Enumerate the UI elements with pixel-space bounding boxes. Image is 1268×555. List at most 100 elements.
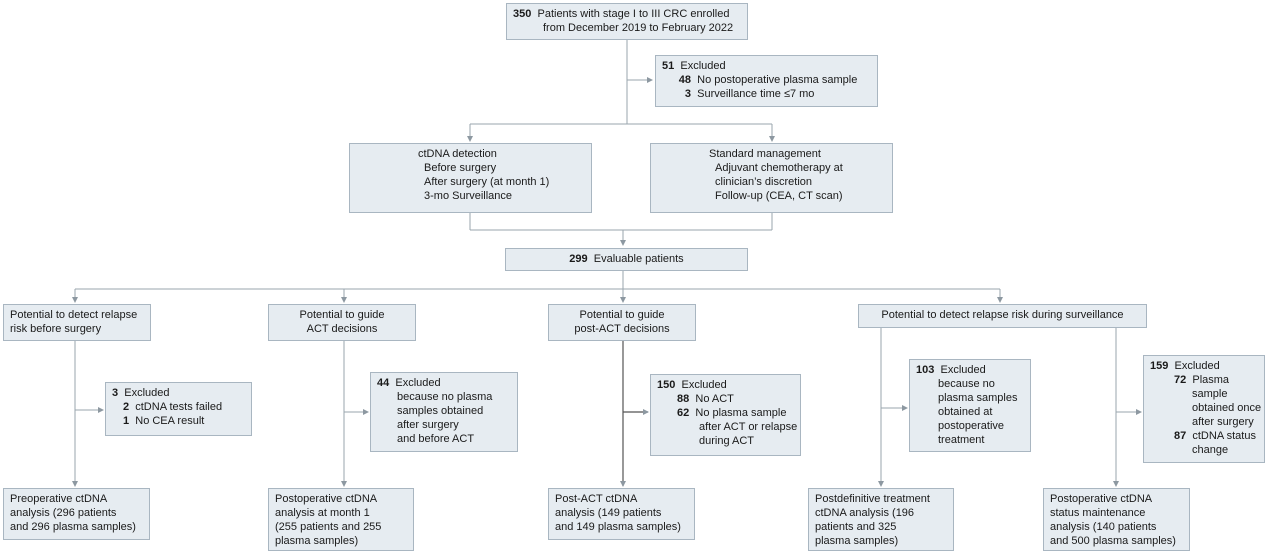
branch3-excluded-item-count: 88	[677, 393, 690, 405]
branch4-result-b-line: status maintenance	[1050, 507, 1146, 519]
branch1-excluded-item-count: 2	[123, 401, 130, 413]
branch4-excluded-a-line: plasma samples	[938, 392, 1018, 404]
branch2-result-box: Postoperative ctDNA analysis at month 1 …	[268, 488, 414, 551]
enrolled-label-2: from December 2019 to February 2022	[543, 22, 734, 34]
branch4-result-a-line: Postdefinitive treatment	[815, 493, 930, 505]
branch4-result-a-line: patients and 325	[815, 521, 897, 533]
ctdna-detection-item: 3-mo Surveillance	[424, 190, 513, 202]
branch3-title: post-ACT decisions	[574, 323, 670, 335]
branch4-excluded-a-count: 103	[916, 364, 935, 376]
branch4-excluded-a-box: 103 Excluded because no plasma samples o…	[909, 359, 1031, 452]
enrolled-label: Patients with stage I to III CRC enrolle…	[537, 8, 730, 20]
branch1-result-line: analysis (296 patients	[10, 507, 117, 519]
branch4-excluded-b-box: 159 Excluded 72 Plasma sample obtained o…	[1143, 355, 1265, 463]
branch4-excluded-b-label: Excluded	[1174, 360, 1220, 372]
standard-management-item: Follow-up (CEA, CT scan)	[715, 190, 843, 202]
branch4-excluded-b-item-count: 87	[1174, 430, 1187, 442]
branch2-title: Potential to guide	[299, 309, 385, 321]
branch2-excluded-box: 44 Excluded because no plasma samples ob…	[370, 372, 518, 452]
branch4-excluded-b-item-line: sample	[1192, 388, 1228, 400]
branch4-excluded-a-line: postoperative	[938, 420, 1005, 432]
branch1-result-line: Preoperative ctDNA	[10, 493, 108, 505]
evaluable-box: 299 Evaluable patients	[505, 248, 748, 271]
branch2-result-line: analysis at month 1	[275, 507, 370, 519]
standard-management-item: clinician’s discretion	[715, 176, 813, 188]
branch4-excluded-b-item-line: obtained once	[1192, 402, 1262, 414]
excluded-top-label: Excluded	[680, 60, 726, 72]
branch3-title: Potential to guide	[579, 309, 665, 321]
branch4-result-b-box: Postoperative ctDNA status maintenance a…	[1043, 488, 1190, 551]
branch3-title-box: Potential to guide post-ACT decisions	[548, 304, 696, 341]
enrolled-count: 350	[513, 8, 532, 20]
branch4-result-a-line: ctDNA analysis (196	[815, 507, 915, 519]
branch2-result-line: plasma samples)	[275, 535, 359, 547]
branch4-result-a-box: Postdefinitive treatment ctDNA analysis …	[808, 488, 954, 551]
branch4-title: Potential to detect relapse risk during …	[881, 309, 1124, 321]
excluded-top-count: 51	[662, 60, 675, 72]
excluded-top-item-label: No postoperative plasma sample	[697, 74, 858, 86]
branch2-title: ACT decisions	[306, 323, 378, 335]
branch1-result-box: Preoperative ctDNA analysis (296 patient…	[3, 488, 150, 540]
branch3-excluded-count: 150	[657, 379, 676, 391]
excluded-top-item-count: 3	[684, 88, 691, 100]
ctdna-detection-item: After surgery (at month 1)	[424, 176, 550, 188]
branch4-excluded-a-line: because no	[938, 378, 995, 390]
branch1-result-line: and 296 plasma samples)	[10, 521, 136, 533]
standard-management-box: Standard management Adjuvant chemotherap…	[650, 143, 893, 213]
ctdna-detection-item: Before surgery	[424, 162, 497, 174]
branch2-result-line: (255 patients and 255	[275, 521, 382, 533]
ctdna-detection-box: ctDNA detection Before surgery After sur…	[349, 143, 592, 213]
branch3-result-line: analysis (149 patients	[555, 507, 662, 519]
branch2-excluded-line: because no plasma	[397, 391, 493, 403]
branch3-excluded-item-line: No ACT	[695, 393, 734, 405]
branch1-excluded-count: 3	[112, 387, 119, 399]
branch1-excluded-box: 3 Excluded 2 ctDNA tests failed 1 No CEA…	[105, 382, 252, 436]
branch4-excluded-b-item-count: 72	[1174, 374, 1187, 386]
branch1-excluded-item-count: 1	[123, 415, 130, 427]
branch1-excluded-item-label: ctDNA tests failed	[135, 401, 223, 413]
branch4-excluded-b-item-line: Plasma	[1192, 374, 1230, 386]
evaluable-label: Evaluable patients	[593, 253, 684, 265]
excluded-top-item-count: 48	[678, 74, 691, 86]
branch4-excluded-a-line: obtained at	[938, 406, 993, 418]
branch2-excluded-line: samples obtained	[397, 405, 484, 417]
branch4-excluded-a-label: Excluded	[940, 364, 986, 376]
branch4-result-b-line: analysis (140 patients	[1050, 521, 1157, 533]
enrolled-box: 350 Patients with stage I to III CRC enr…	[506, 3, 748, 40]
branch4-title-box: Potential to detect relapse risk during …	[858, 304, 1147, 328]
ctdna-detection-title: ctDNA detection	[418, 148, 497, 160]
excluded-top-box: 51 Excluded 48 No postoperative plasma s…	[655, 55, 878, 107]
branch1-title: risk before surgery	[10, 323, 102, 335]
branch4-excluded-b-item-line: ctDNA status	[1192, 430, 1256, 442]
branch4-excluded-b-item-line: after surgery	[1192, 416, 1254, 428]
branch3-excluded-item-line: during ACT	[699, 435, 755, 447]
branch3-excluded-label: Excluded	[681, 379, 727, 391]
branch1-excluded-item-label: No CEA result	[135, 415, 205, 427]
branch3-excluded-item-line: after ACT or relapse	[699, 421, 798, 433]
branch1-excluded-label: Excluded	[124, 387, 170, 399]
branch3-excluded-item-line: No plasma sample	[695, 407, 787, 419]
branch4-excluded-b-count: 159	[1150, 360, 1169, 372]
branch2-title-box: Potential to guide ACT decisions	[268, 304, 416, 341]
evaluable-count: 299	[569, 253, 588, 265]
branch4-result-b-line: and 500 plasma samples)	[1050, 535, 1176, 547]
branch4-excluded-a-line: treatment	[938, 434, 985, 446]
branch3-result-box: Post-ACT ctDNA analysis (149 patients an…	[548, 488, 695, 540]
branch3-result-line: and 149 plasma samples)	[555, 521, 681, 533]
branch1-title-box: Potential to detect relapse risk before …	[3, 304, 151, 341]
branch2-excluded-label: Excluded	[395, 377, 441, 389]
standard-management-title: Standard management	[709, 148, 821, 160]
branch1-title: Potential to detect relapse	[10, 309, 138, 321]
branch3-excluded-item-count: 62	[677, 407, 690, 419]
branch3-result-line: Post-ACT ctDNA	[555, 493, 638, 505]
branch4-excluded-b-item-line: change	[1192, 444, 1229, 456]
branch2-excluded-line: and before ACT	[397, 433, 475, 445]
branch4-result-b-line: Postoperative ctDNA	[1050, 493, 1153, 505]
standard-management-item: Adjuvant chemotherapy at	[715, 162, 843, 174]
branch2-result-line: Postoperative ctDNA	[275, 493, 378, 505]
branch3-excluded-box: 150 Excluded 88 No ACT 62 No plasma samp…	[650, 374, 801, 456]
excluded-top-item-label: Surveillance time ≤7 mo	[697, 88, 815, 100]
branch2-excluded-count: 44	[377, 377, 390, 389]
branch2-excluded-line: after surgery	[397, 419, 459, 431]
